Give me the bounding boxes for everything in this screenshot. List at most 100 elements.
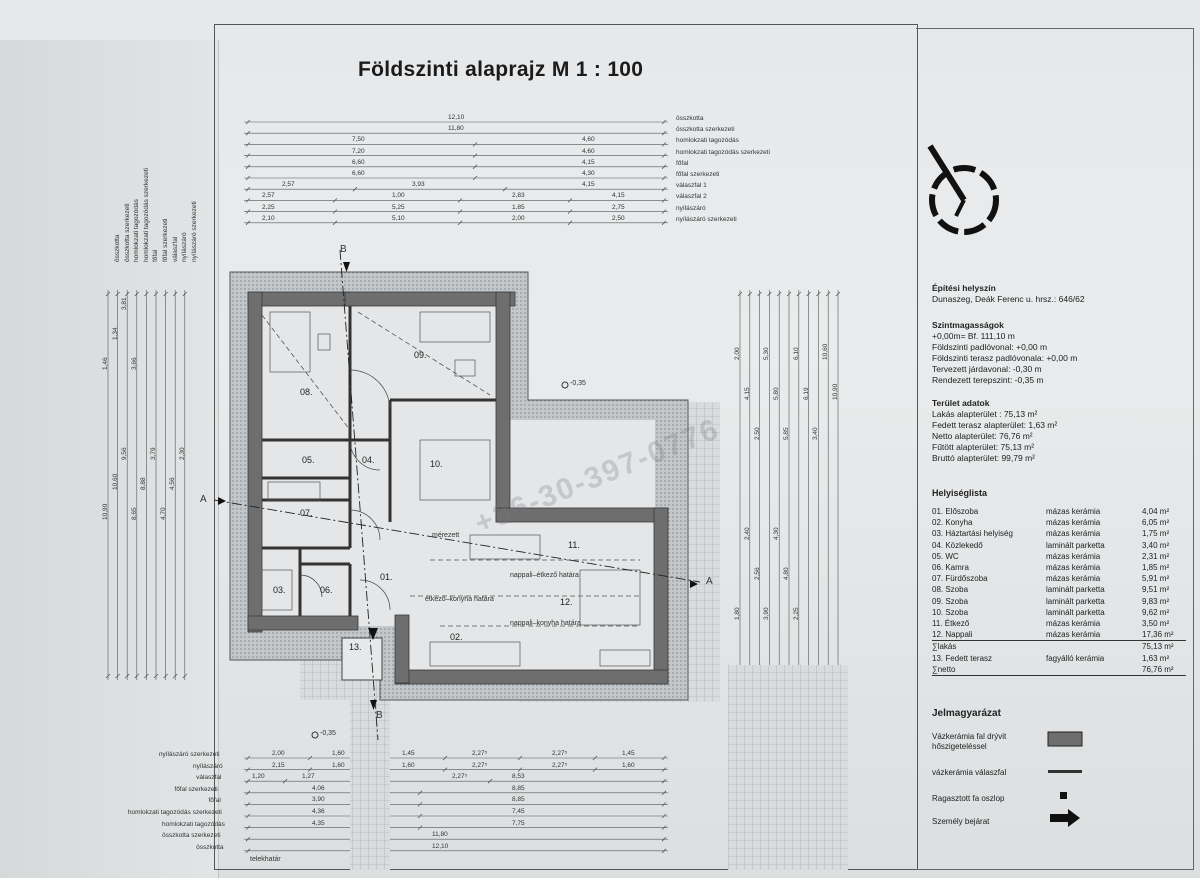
levels-title: Szintmagasságok <box>932 320 1004 330</box>
dim-value: 7,20 <box>352 147 365 155</box>
dim-value: 2,27⁵ <box>452 773 468 781</box>
dim-value: 5,10 <box>392 214 405 222</box>
legend-symbols <box>1047 731 1083 827</box>
room-label: 01. <box>380 572 393 582</box>
dim-value: 4,36 <box>312 808 325 815</box>
room-list-floor: mázas kerámia <box>1046 529 1101 539</box>
legend-item: Vázkerámia fal drývit hőszigeteléssel <box>932 732 1007 751</box>
room-list-floor: laminált parketta <box>1046 585 1105 595</box>
dim-value: 12,10 <box>448 114 465 121</box>
room-list-floor: laminált parketta <box>1046 540 1105 550</box>
dim-value: 7,75 <box>512 819 525 827</box>
levels-block: Szintmagasságok +0,00m= Bf. 111,10 m Föl… <box>932 320 1077 386</box>
drawing-title: Földszinti alaprajz M 1 : 100 <box>358 58 644 81</box>
room-list-name: 04. Közlekedő <box>932 540 983 550</box>
dim-value: 2,75 <box>612 203 625 211</box>
site-title: Építési helyszín <box>932 283 996 293</box>
dim-value: 2,25 <box>262 203 275 211</box>
room-list-floor <box>1046 664 1142 676</box>
dim-value: 11,80 <box>448 125 464 133</box>
room-list-area: 76,76 m² <box>1142 664 1174 674</box>
dim-value: 6,60 <box>352 158 365 166</box>
room-label: 09. <box>414 350 427 360</box>
dim-value: 1,20 <box>252 773 265 781</box>
areas-line: Fedett terasz alapterület: 1,63 m² <box>932 420 1058 430</box>
room-list-name: ∑netto <box>932 664 956 674</box>
room-label: 11. <box>568 540 580 550</box>
areas-line: Lakás alapterület : 75,13 m² <box>932 409 1038 419</box>
room-list-floor: mázas kerámia <box>1046 574 1101 584</box>
room-list-floor: mázas kerámia <box>1046 518 1101 528</box>
room-list-area: 75,13 m² <box>1142 642 1174 652</box>
section-label: A <box>706 576 713 587</box>
dim-value: 6,60 <box>352 170 365 177</box>
room-list-floor: laminált parketta <box>1046 596 1105 606</box>
dim-value: 7,50 <box>352 136 365 144</box>
dim-value: 2,27⁵ <box>472 750 488 757</box>
room-list-row: ∑netto 76,76 m² <box>932 664 1186 676</box>
room-list-name: 08. Szoba <box>932 585 969 595</box>
dim-value: 7,45 <box>512 808 525 815</box>
dim-label: homlokzati tagozódás szerkezeti <box>127 809 222 816</box>
areas-block: Terület adatok Lakás alapterület : 75,13… <box>932 398 1057 464</box>
dim-label: válaszfal 2 <box>676 193 707 201</box>
room-list-name: 09. Szoba <box>932 596 969 606</box>
room-list-name: 03. Háztartási helyiség <box>932 529 1013 539</box>
room-label: 06. <box>320 585 333 595</box>
dim-label: nyílászáró szerkezeti <box>158 751 220 758</box>
room-label: 05. <box>302 455 315 465</box>
dim-value: 4,35 <box>312 819 325 827</box>
dim-value: 3,90 <box>312 796 325 804</box>
level-mark: -0,35 <box>320 730 336 737</box>
zone-note: nappali–konyha határa <box>510 620 581 627</box>
room-list-area: 2,31 m² <box>1142 551 1170 561</box>
dim-value: 1,60 <box>402 761 415 769</box>
dim-value: 2,00 <box>512 214 525 222</box>
room-list-name: 10. Szoba <box>932 607 969 617</box>
dim-value: 1,85 <box>512 203 525 211</box>
dim-label: összkotta szerkezeti <box>676 126 735 134</box>
drawing-frame <box>214 24 918 870</box>
dim-label: nyílászáró szerkezeti <box>676 215 737 223</box>
areas-line: Fűtött alapterület: 75,13 m² <box>932 442 1035 452</box>
room-list-floor: fagyálló kerámia <box>1046 653 1105 663</box>
section-label: B <box>340 244 347 255</box>
levels-line: +0,00m= Bf. 111,10 m <box>932 331 1015 341</box>
column-symbol-icon <box>1060 792 1067 799</box>
room-label: 07. <box>300 508 313 518</box>
dim-value: 12,10 <box>432 842 449 850</box>
levels-line: Földszinti padlóvonal: +0,00 m <box>932 342 1048 352</box>
dim-value: 1,60 <box>622 761 635 769</box>
room-list-name: 05. WC <box>932 551 959 561</box>
dim-value: 1,45 <box>622 750 635 757</box>
dim-value: 2,10 <box>262 214 275 222</box>
dim-value: 1,60 <box>332 761 345 769</box>
dim-value: 5,25 <box>392 203 405 211</box>
room-list-name: 13. Fedett terasz <box>932 653 993 663</box>
room-list-name: 06. Kamra <box>932 563 969 573</box>
dim-value: 2,27⁵ <box>552 750 568 757</box>
dim-value: 2,57 <box>262 192 275 200</box>
room-label: 13. <box>349 642 362 652</box>
legend-title: Jelmagyarázat <box>932 708 1001 719</box>
room-list-area: 4,04 m² <box>1142 507 1170 517</box>
dim-value: 8,53 <box>512 773 525 781</box>
room-list-name: 12. Nappali <box>932 630 973 640</box>
dim-value: 4,15 <box>612 192 625 200</box>
room-list-floor: mázas kerámia <box>1046 630 1101 640</box>
room-label: 03. <box>273 585 286 595</box>
room-list-area: 5,91 m² <box>1142 574 1170 584</box>
dim-label: összkotta <box>196 843 224 851</box>
dim-value: 1,60 <box>332 750 345 757</box>
room-list-title: Helyiséglista <box>932 488 988 498</box>
room-label: 12. <box>560 597 573 607</box>
dim-label: nyílászáró <box>676 204 706 212</box>
room-list-area: 17,36 m² <box>1142 630 1174 640</box>
